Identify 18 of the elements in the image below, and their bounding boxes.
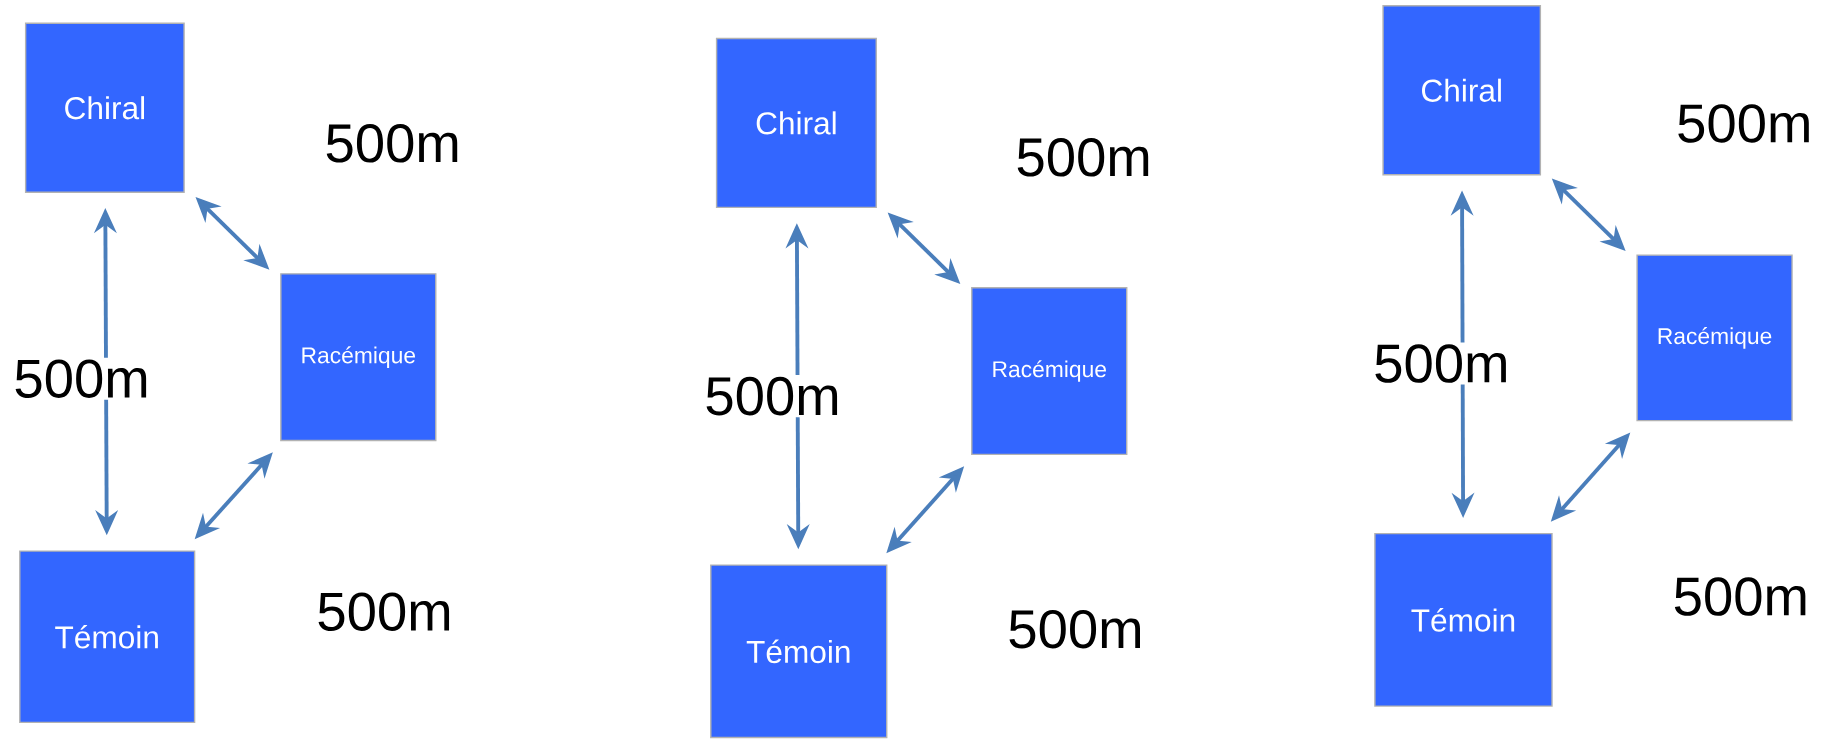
distance-label: 500m xyxy=(1009,609,1140,649)
plot-box: Chiral xyxy=(24,22,185,193)
plot-box: Chiral xyxy=(1382,5,1542,176)
plot-box: Témoin xyxy=(710,564,888,739)
plot-box: Racémique xyxy=(971,287,1128,456)
distance-label: 500m xyxy=(326,124,458,163)
distance-label: 500m xyxy=(1678,104,1809,143)
plot-box: Témoin xyxy=(19,550,196,724)
plot-box: Témoin xyxy=(1374,532,1553,707)
distance-label: 500m xyxy=(1017,138,1149,177)
distance-label: 500m xyxy=(318,592,450,631)
distance-label: 500m xyxy=(702,375,843,418)
distance-label: 500m xyxy=(1674,577,1806,616)
plot-box: Racémique xyxy=(280,273,437,442)
distance-label: 500m xyxy=(11,357,152,400)
plot-box: Chiral xyxy=(715,37,877,209)
plot-box: Racémique xyxy=(1636,254,1793,422)
distance-label: 500m xyxy=(1371,342,1512,385)
